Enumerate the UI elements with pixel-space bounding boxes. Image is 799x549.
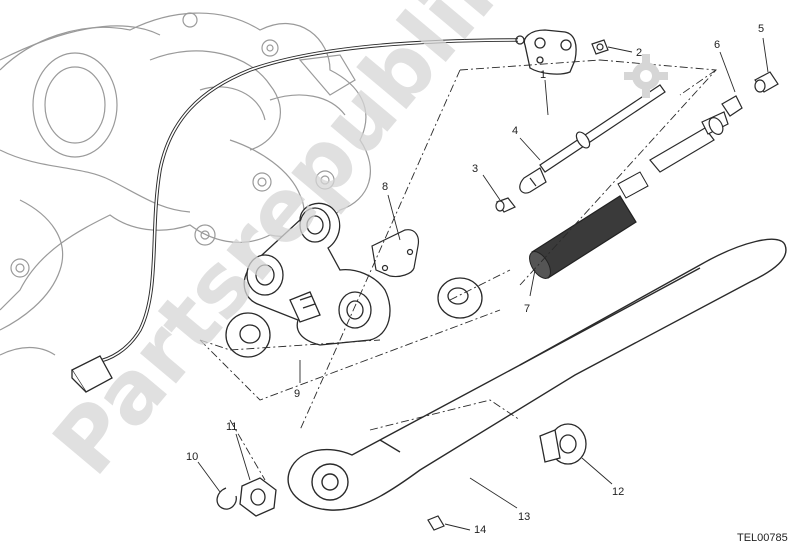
callout-4: 4 xyxy=(512,125,518,137)
washer-9a xyxy=(225,312,271,358)
washer-9b xyxy=(437,277,483,319)
callout-14: 14 xyxy=(474,524,486,536)
callout-2: 2 xyxy=(636,47,642,59)
spring-7 xyxy=(529,171,649,279)
sensor-cable xyxy=(94,35,525,364)
side-stand-13 xyxy=(287,238,787,511)
spring-rod-6 xyxy=(649,95,743,173)
leader-lines xyxy=(197,37,769,531)
gear-icon xyxy=(624,54,668,98)
plate-8 xyxy=(371,229,420,278)
callout-8: 8 xyxy=(382,181,388,193)
callout-10: 10 xyxy=(186,451,198,463)
callout-7: 7 xyxy=(524,303,530,315)
bush-3 xyxy=(495,197,516,213)
pivot-bolt-12 xyxy=(539,423,587,465)
assembly-guides xyxy=(199,59,717,481)
screw-2 xyxy=(591,39,609,55)
callout-12: 12 xyxy=(612,486,624,498)
sensor-connector xyxy=(71,355,113,393)
side-stand-switch xyxy=(523,29,577,75)
nut-11 xyxy=(239,477,277,517)
callout-3: 3 xyxy=(472,163,478,175)
drawing-code: TEL00785 xyxy=(737,532,788,544)
circlip-10 xyxy=(216,487,237,510)
callout-11: 11 xyxy=(226,421,237,433)
bolt-5 xyxy=(754,71,779,93)
callout-6: 6 xyxy=(714,39,720,51)
callout-1: 1 xyxy=(540,69,546,81)
plug-14 xyxy=(427,515,445,531)
spring-rod-4 xyxy=(519,84,666,194)
callout-5: 5 xyxy=(758,23,764,35)
callout-13: 13 xyxy=(518,511,530,523)
engine-casing xyxy=(0,12,371,356)
callout-9: 9 xyxy=(294,388,300,400)
